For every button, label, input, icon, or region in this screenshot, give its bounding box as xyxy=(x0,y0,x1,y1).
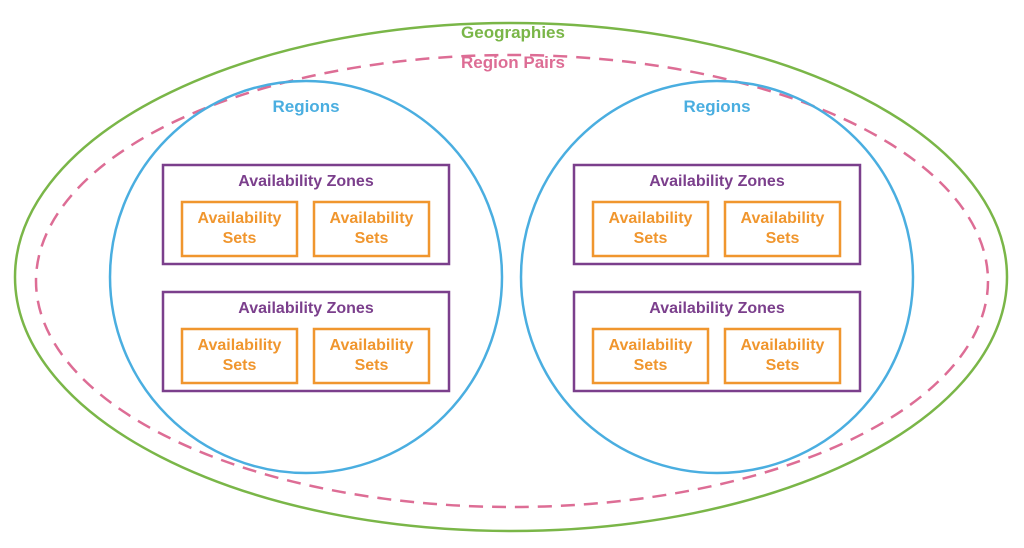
set-label-line1: Availability xyxy=(609,337,693,354)
region-boundary xyxy=(108,79,504,475)
zone-label: Availability Zones xyxy=(238,300,374,317)
availability-zone: Availability Zones Availability Sets Ava… xyxy=(161,290,451,393)
availability-zone: Availability Zones Availability Sets Ava… xyxy=(572,163,862,266)
set-label-line2: Sets xyxy=(223,230,257,247)
zone-label: Availability Zones xyxy=(649,300,785,317)
geography-boundary xyxy=(13,21,1009,533)
set-label-line2: Sets xyxy=(223,357,257,374)
availability-zone: Availability Zones Availability Sets Ava… xyxy=(161,163,451,266)
set-box xyxy=(723,200,842,258)
availability-set: Availability Sets xyxy=(180,327,299,385)
region-left: Regions Availability Zones Availability … xyxy=(108,79,504,475)
availability-zone: Availability Zones Availability Sets Ava… xyxy=(572,290,862,393)
set-label-line2: Sets xyxy=(355,357,389,374)
set-label-line1: Availability xyxy=(609,210,693,227)
set-box xyxy=(180,200,299,258)
set-label-line2: Sets xyxy=(766,230,800,247)
set-label-line1: Availability xyxy=(198,337,282,354)
zone-box xyxy=(161,163,451,266)
zone-box xyxy=(572,290,862,393)
set-label-line2: Sets xyxy=(766,357,800,374)
availability-set: Availability Sets xyxy=(723,327,842,385)
availability-set: Availability Sets xyxy=(312,200,431,258)
set-box xyxy=(312,200,431,258)
availability-set: Availability Sets xyxy=(591,200,710,258)
set-label-line1: Availability xyxy=(741,337,825,354)
set-label-line2: Sets xyxy=(634,357,668,374)
region-label: Regions xyxy=(272,97,339,116)
geography-label: Geographies xyxy=(461,23,565,42)
region-label: Regions xyxy=(683,97,750,116)
set-box xyxy=(591,200,710,258)
availability-set: Availability Sets xyxy=(312,327,431,385)
zone-label: Availability Zones xyxy=(238,173,374,190)
availability-set: Availability Sets xyxy=(180,200,299,258)
zone-box xyxy=(572,163,862,266)
set-box xyxy=(312,327,431,385)
region-pair-label: Region Pairs xyxy=(461,53,565,72)
region-boundary xyxy=(519,79,915,475)
region-right: Regions Availability Zones Availability … xyxy=(519,79,915,475)
set-label-line1: Availability xyxy=(330,210,414,227)
set-box xyxy=(591,327,710,385)
set-label-line2: Sets xyxy=(355,230,389,247)
set-label-line2: Sets xyxy=(634,230,668,247)
set-label-line1: Availability xyxy=(741,210,825,227)
availability-set: Availability Sets xyxy=(723,200,842,258)
region-pair-boundary xyxy=(34,53,990,509)
set-box xyxy=(180,327,299,385)
zone-label: Availability Zones xyxy=(649,173,785,190)
zone-box xyxy=(161,290,451,393)
set-label-line1: Availability xyxy=(198,210,282,227)
availability-set: Availability Sets xyxy=(591,327,710,385)
set-label-line1: Availability xyxy=(330,337,414,354)
set-box xyxy=(723,327,842,385)
